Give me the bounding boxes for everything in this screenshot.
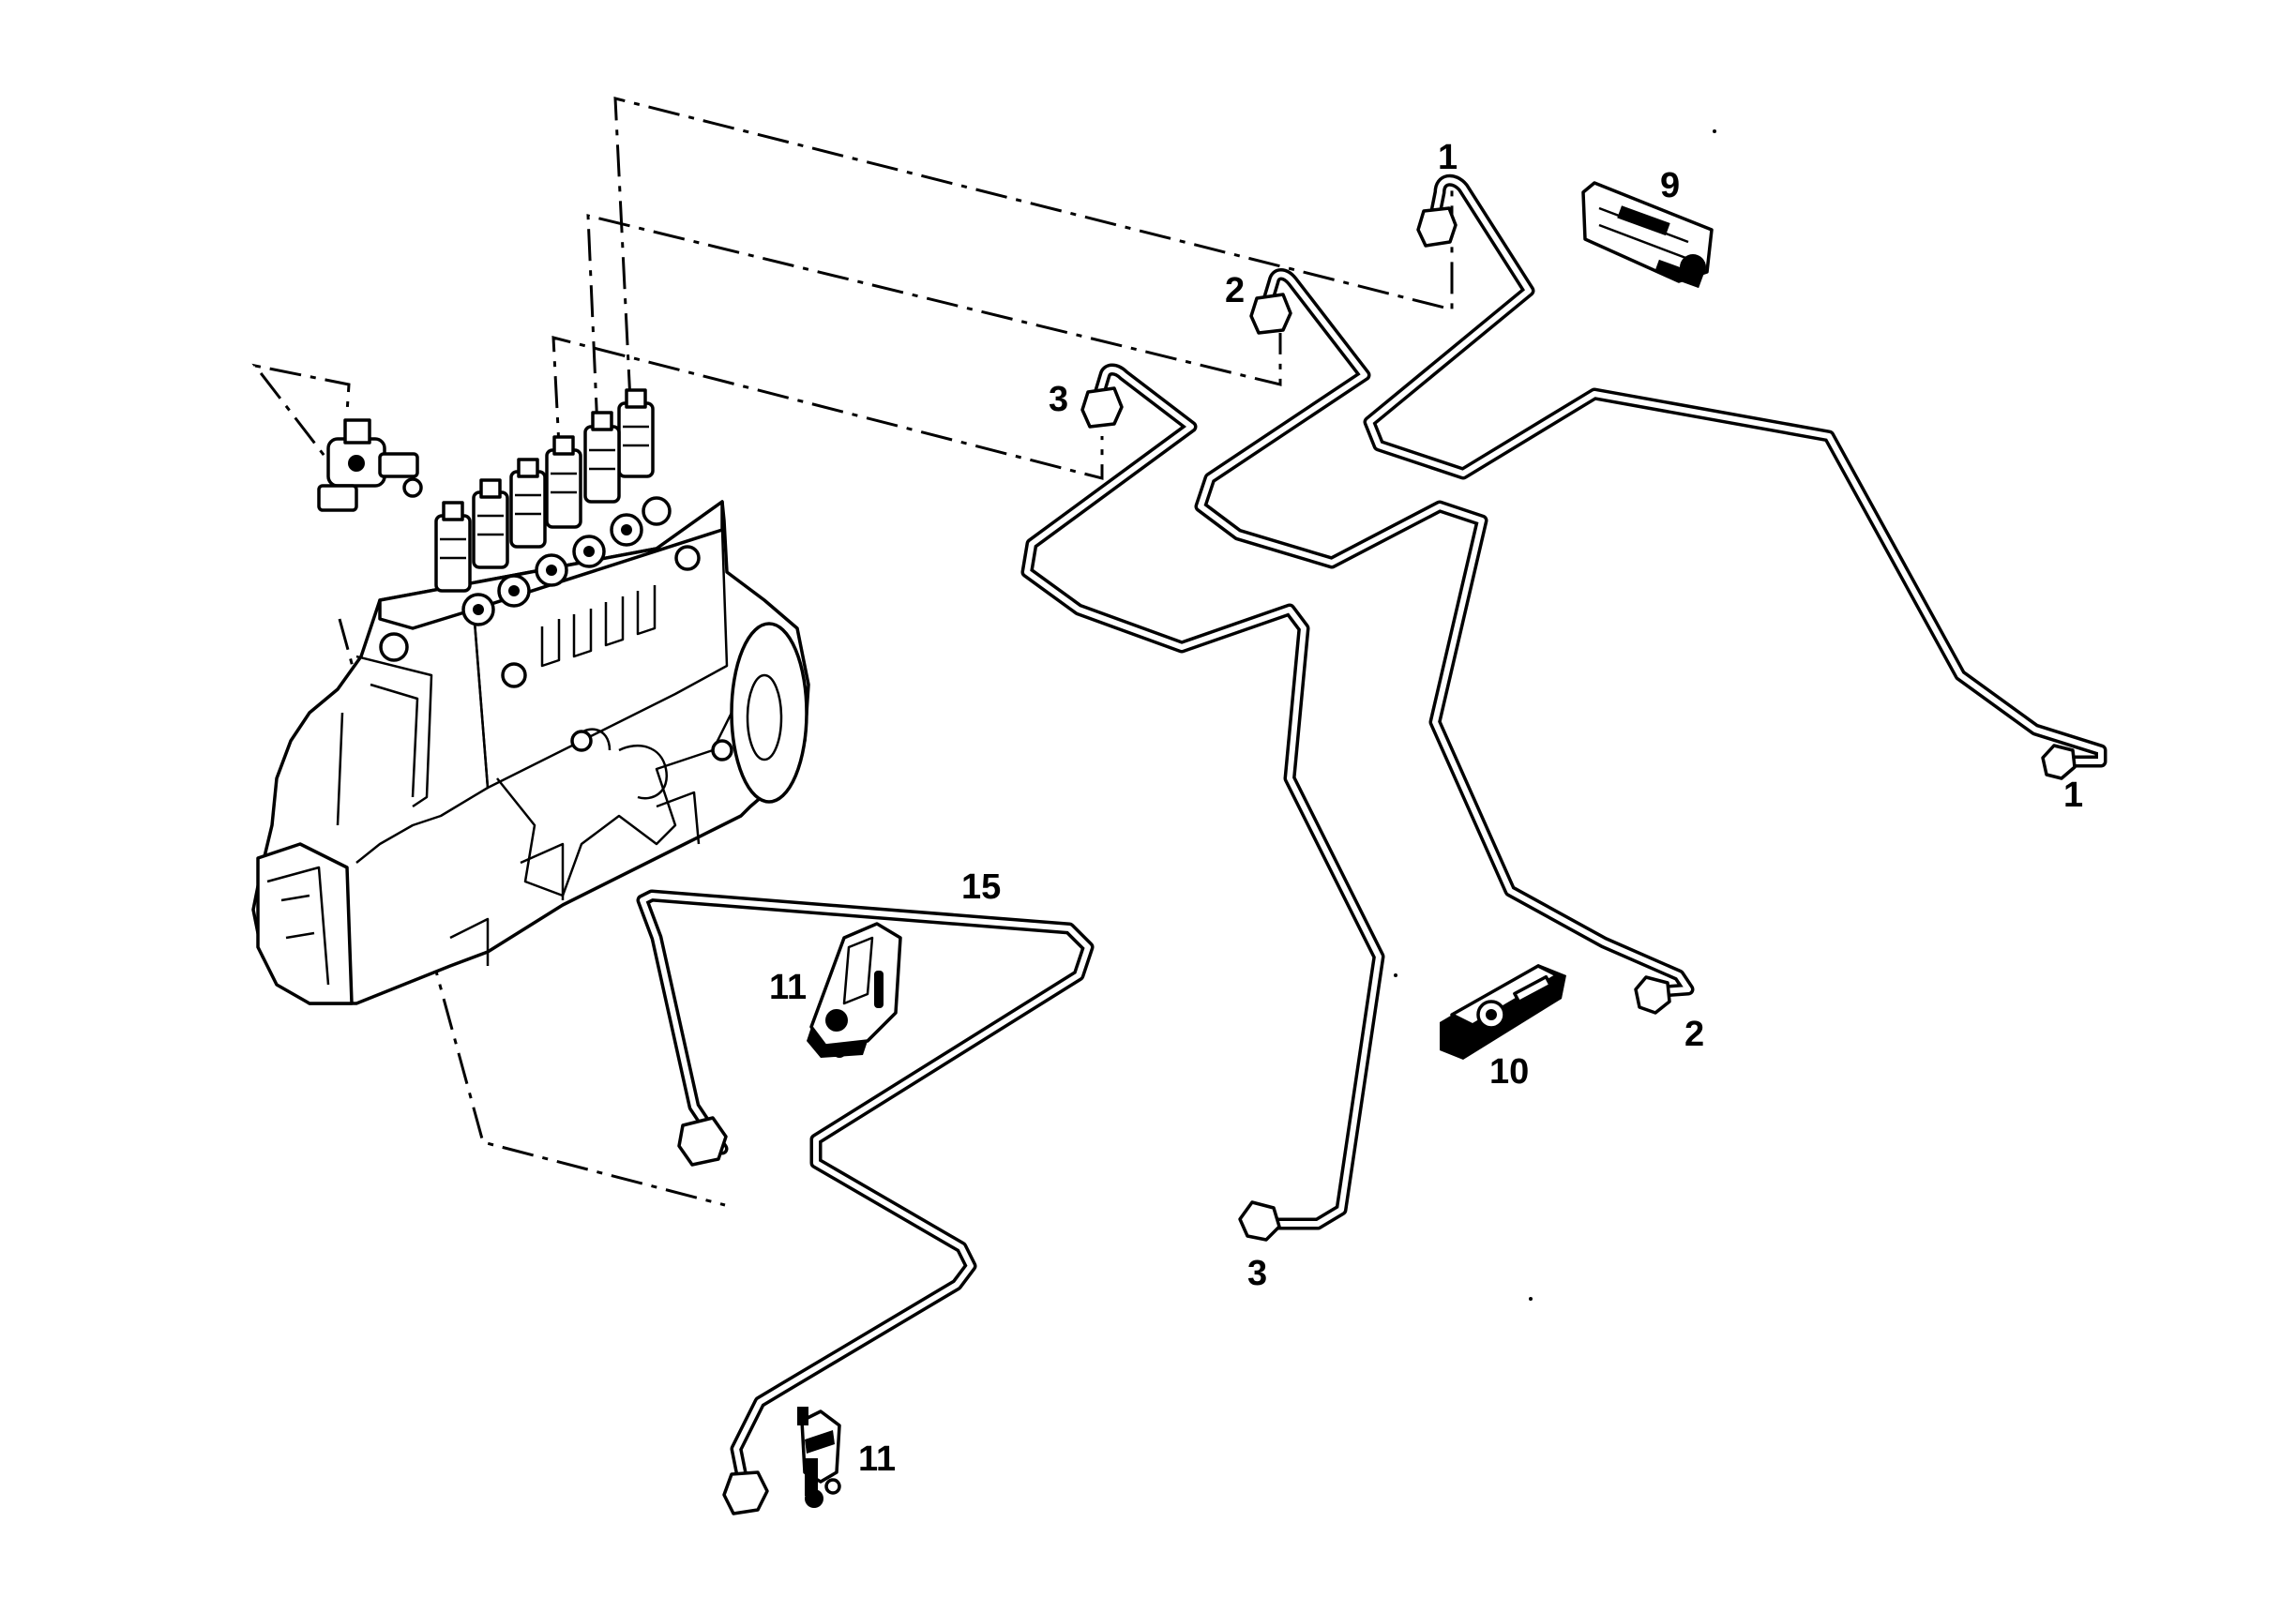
- injector-pipe-2: [1194, 268, 1695, 1015]
- leader-pipe-1: [613, 97, 1454, 402]
- pump-bolt: [674, 545, 701, 571]
- scan-speck: [1713, 129, 1716, 133]
- banjo-fitting: [317, 418, 423, 512]
- callout-2-top: 2: [1225, 271, 1245, 310]
- pipe-3-nut-top: [1080, 386, 1124, 429]
- pump-drive-flange: [730, 622, 808, 804]
- callout-10: 10: [1489, 1052, 1529, 1092]
- pipe-1-nut-top: [1416, 206, 1458, 248]
- callout-2-end: 2: [1684, 1015, 1704, 1054]
- pump-bolt: [570, 730, 593, 752]
- pipe-3-nut-end: [1238, 1200, 1281, 1242]
- pipe-1-nut-end: [2041, 744, 2077, 780]
- pump-end-plate: [256, 842, 354, 1005]
- injection-pump: [251, 500, 810, 1005]
- callout-11-lower: 11: [858, 1440, 896, 1479]
- pump-front-face: [472, 528, 729, 790]
- scan-speck: [1394, 973, 1397, 977]
- pump-end-detail: [266, 866, 330, 986]
- injector-pipe-1: [1363, 173, 2107, 780]
- delivery-valves: [434, 388, 672, 626]
- callout-11-upper: 11: [769, 968, 807, 1007]
- clamp-11-upper: [807, 922, 902, 1058]
- callout-3-top: 3: [1049, 380, 1068, 419]
- callout-15: 15: [961, 867, 1001, 907]
- delivery-valve-6: [434, 501, 472, 593]
- pipe-15-nut-end: [722, 1470, 769, 1515]
- scan-speck: [1529, 1297, 1533, 1301]
- callout-1-top: 1: [1438, 138, 1458, 177]
- delivery-valve-3: [545, 435, 582, 529]
- bracket-9: [1581, 181, 1714, 289]
- injector-pipe-15: [636, 889, 1095, 1515]
- callout-9: 9: [1660, 166, 1680, 205]
- pump-bracket-strap: [336, 655, 433, 826]
- delivery-valve-5: [472, 478, 509, 569]
- pump-drive-hub: [746, 673, 783, 761]
- valve-base-nuts: [461, 496, 672, 626]
- leader-pipe-15: [251, 363, 351, 489]
- pump-side-panel: [355, 608, 490, 864]
- clamp-11-lower: [797, 1407, 841, 1508]
- callout-1-end: 1: [2063, 776, 2083, 815]
- pump-housing: [251, 500, 810, 1005]
- pipe-2-nut-top: [1249, 293, 1292, 335]
- pipe-2-nut-end: [1634, 975, 1671, 1015]
- delivery-valve-2: [583, 411, 621, 504]
- bracket-10: [1440, 964, 1566, 1060]
- pump-bolt: [501, 662, 527, 688]
- pump-bolt: [379, 632, 409, 662]
- delivery-valve-4: [509, 458, 547, 549]
- leader-pipe-2: [586, 214, 1282, 430]
- pump-bolt: [711, 739, 733, 761]
- delivery-valve-1: [617, 388, 655, 478]
- injector-pipe-3: [1020, 363, 1385, 1242]
- callout-3-end: 3: [1247, 1254, 1267, 1293]
- pump-base-foot: [449, 791, 701, 966]
- pipe-15-nut-top: [677, 1116, 728, 1167]
- callouts: 1 9 2 3 1 15 11 2 10 3 11: [769, 138, 2083, 1479]
- leader-pipe-3: [551, 336, 1104, 480]
- pump-face-slots: [540, 585, 657, 668]
